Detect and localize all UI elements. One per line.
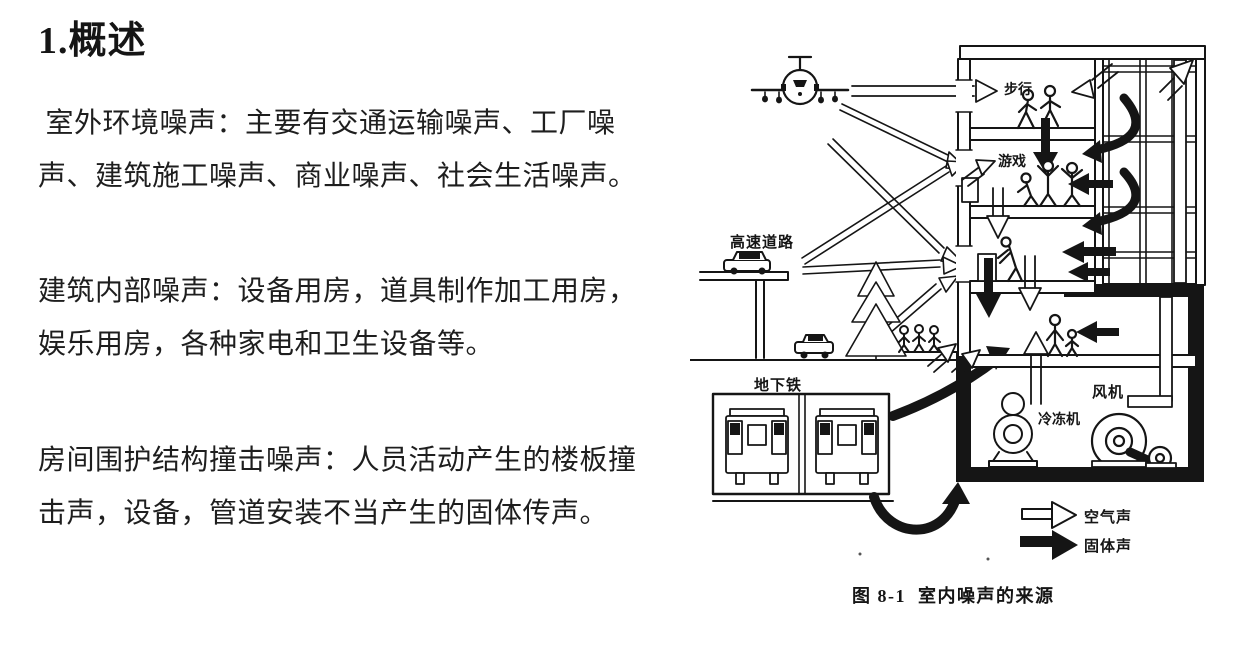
figure-caption-number: 图 8-1 xyxy=(852,586,906,606)
label-fan: 风机 xyxy=(1092,383,1124,401)
subway-train-left-icon xyxy=(725,408,789,485)
slab-solid-band xyxy=(1064,283,1204,297)
chiller-icon xyxy=(988,392,1038,468)
airborne-arrow-plane xyxy=(851,79,998,103)
tree-icon xyxy=(845,261,907,361)
airborne-arrow-floor2 xyxy=(961,159,1010,239)
floor-slab-2 xyxy=(969,205,1096,219)
label-chiller: 冷冻机 xyxy=(1038,411,1080,428)
impact-arrow-floor2 xyxy=(1068,167,1141,235)
playing-figures xyxy=(1016,159,1084,208)
airplane-icon xyxy=(750,55,850,106)
basement-wall-solid xyxy=(956,352,971,474)
structure-borne-arrow-subway xyxy=(869,346,1010,535)
paragraph-outdoor-noise: 室外环境噪声：主要有交通运输噪声、工厂噪声、建筑施工噪声、商业噪声、社会生活噪声… xyxy=(38,108,637,192)
exhaust-duct xyxy=(1127,59,1194,408)
pedestrians-icon xyxy=(898,324,941,353)
legend-airborne-arrow xyxy=(1021,501,1077,529)
section-heading: 1.概述 xyxy=(38,20,147,62)
legend-label-solid: 固体声 xyxy=(1084,537,1132,555)
right-wall-solid xyxy=(1188,283,1204,482)
car-on-highway-icon xyxy=(723,251,771,275)
label-subway: 地下铁 xyxy=(754,376,802,394)
subway-train-right-icon xyxy=(815,408,879,485)
car-on-street-icon xyxy=(794,334,834,359)
speck xyxy=(986,557,990,561)
airborne-arrow-floor3 xyxy=(1018,255,1042,311)
figure-indoor-noise-sources: 步行 游戏 高速道路 地下铁 冷冻机 风机 空气声 固体声 图 8-1 室内噪声… xyxy=(690,45,1206,606)
label-highway: 高速道路 xyxy=(730,233,794,251)
highway-structure xyxy=(699,271,789,359)
impact-arrow-floor3 xyxy=(976,241,1116,318)
legend-label-airborne: 空气声 xyxy=(1084,508,1132,526)
label-games: 游戏 xyxy=(998,153,1026,170)
impact-arrow-floor4 xyxy=(1076,321,1119,343)
speck xyxy=(858,552,862,556)
paragraph-indoor-noise: 建筑内部噪声：设备用房，道具制作加工用房，娱乐用房，各种家电和卫生设备等。 xyxy=(38,276,637,360)
balcony-box xyxy=(961,177,979,203)
airborne-arrow-entrance xyxy=(927,343,981,379)
facade-grid xyxy=(1102,58,1197,284)
airborne-arrow-roof-window xyxy=(1071,63,1119,99)
roof-slab xyxy=(959,45,1206,60)
right-facade-wall xyxy=(1195,58,1206,286)
legend-solid-arrow xyxy=(1020,530,1078,560)
airborne-arrow-chiller-up xyxy=(1023,331,1049,405)
ground-floor-figures xyxy=(1045,313,1080,358)
figure-caption-title: 室内噪声的来源 xyxy=(918,585,1055,606)
paragraph-impact-noise: 房间围护结构撞击噪声：人员活动产生的楼板撞击声，设备，管道安装不当产生的固体传声… xyxy=(38,445,637,529)
floor-slab-1 xyxy=(969,127,1096,141)
fan-icon xyxy=(1090,412,1177,471)
basement-floor-solid xyxy=(956,467,1204,482)
label-walking: 步行 xyxy=(1004,81,1032,98)
